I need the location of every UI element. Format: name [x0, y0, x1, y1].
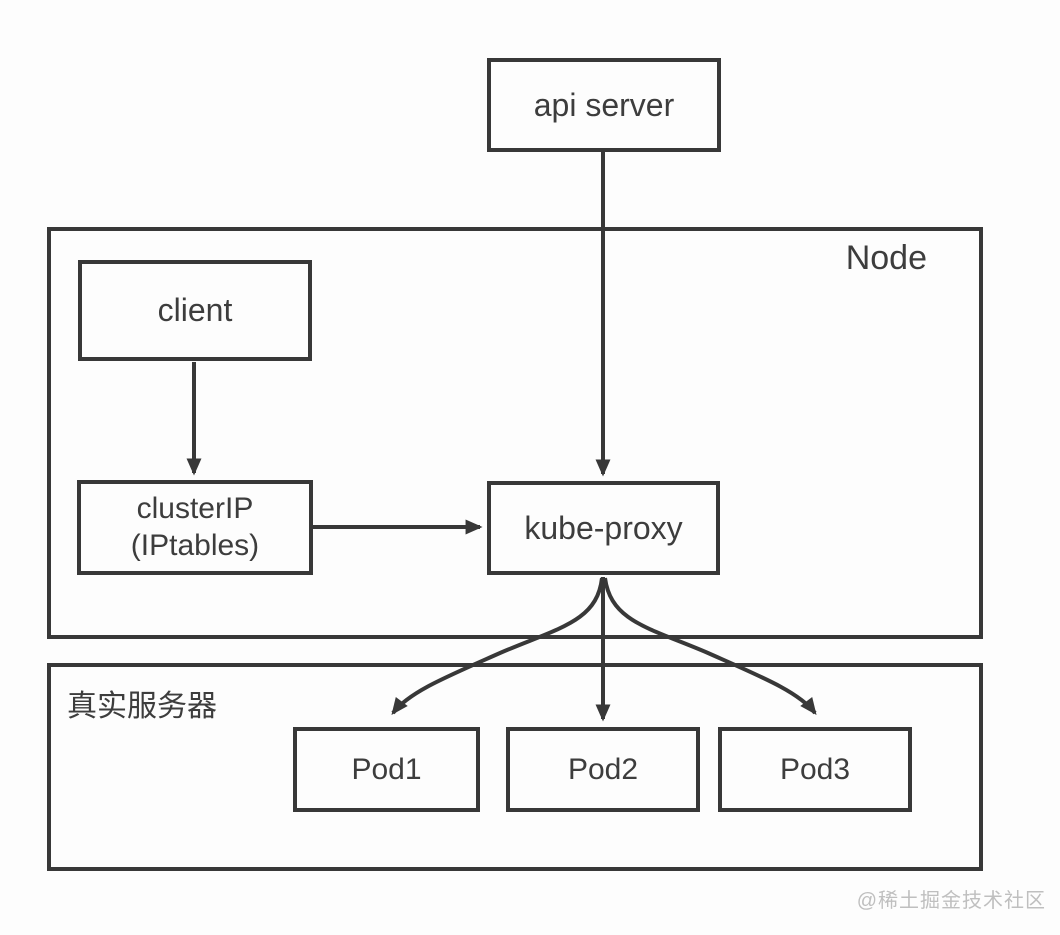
node-container: Node — [47, 227, 983, 639]
clusterip-label: clusterIP (IPtables) — [130, 491, 260, 562]
clusterip-box: clusterIP (IPtables) — [77, 480, 313, 575]
client-label: client — [157, 292, 233, 328]
api-server-box: api server — [487, 58, 721, 152]
watermark-text: @稀土掘金技术社区 — [856, 890, 1046, 912]
pod3-box: Pod3 — [718, 727, 912, 812]
real-server-container-label: 真实服务器 — [67, 690, 217, 723]
api-server-label: api server — [533, 86, 675, 123]
pod1-label: Pod1 — [351, 752, 422, 786]
kubeproxy-label: kube-proxy — [524, 509, 683, 546]
real-server-container: 真实服务器 — [47, 663, 983, 871]
kubeproxy-box: kube-proxy — [487, 481, 720, 575]
pod2-box: Pod2 — [506, 727, 700, 812]
pod1-box: Pod1 — [293, 727, 480, 812]
pod3-label: Pod3 — [779, 752, 851, 786]
pod2-label: Pod2 — [567, 752, 639, 786]
node-container-label: Node — [845, 239, 927, 277]
client-box: client — [78, 260, 312, 361]
